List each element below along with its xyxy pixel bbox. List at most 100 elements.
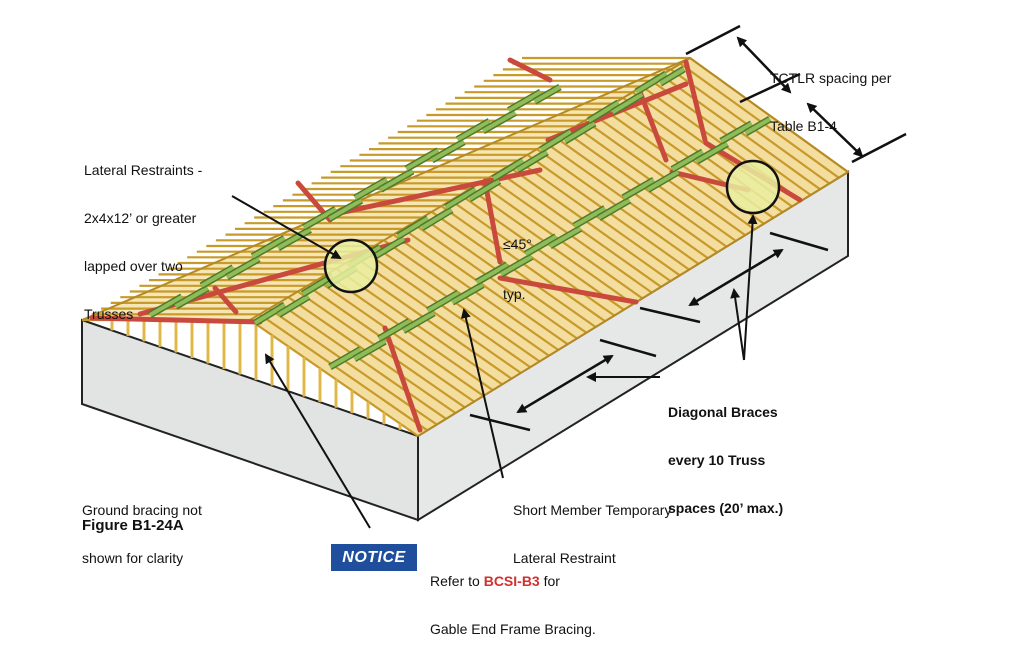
lateral-restraint-board — [377, 319, 411, 341]
lateral-restraint-board — [695, 141, 729, 164]
lateral-restraint-board — [277, 227, 312, 250]
lateral-restraint-board — [225, 257, 260, 279]
lateral-restraints-label: Lateral Restraints - 2x4x12’ or greater … — [84, 130, 202, 338]
notice-badge: NOTICE — [331, 544, 417, 571]
lateral-restraint-board — [402, 311, 435, 333]
lateral-restraint-board — [302, 207, 337, 230]
truss-line — [249, 319, 419, 437]
truss-line — [555, 136, 718, 254]
lateral-restraint-board — [277, 294, 310, 317]
spacing-arrow — [516, 354, 614, 414]
truss-line — [287, 296, 457, 414]
lateral-restraint-board — [420, 208, 453, 230]
truss-line — [402, 227, 569, 346]
lateral-restraint-board — [251, 236, 286, 259]
lateral-restraint-board — [426, 291, 460, 313]
diagonal-brace — [507, 57, 553, 83]
angle-label: ≤45° typ. — [503, 204, 532, 318]
truss-line — [297, 290, 466, 409]
ground-note-line2: shown for clarity — [82, 550, 184, 566]
figure-title: Figure B1-24A — [82, 517, 184, 534]
spacing-tick — [639, 306, 701, 324]
lateral-restraint-board — [507, 90, 542, 113]
lateral-restraint-board — [444, 187, 477, 210]
spacing-tick — [769, 231, 829, 252]
diagonal-brace — [482, 178, 503, 265]
lateral-restraint-board — [253, 303, 286, 325]
leader-line — [231, 195, 342, 259]
leader-line — [743, 214, 758, 361]
lateral-restraint-board — [516, 150, 549, 172]
tctlr-label-line1: TCTLR spacing per — [770, 70, 892, 86]
truss-line — [268, 307, 438, 426]
lateral-restraint-board — [468, 179, 501, 201]
lateral-restraint-board — [373, 236, 406, 259]
diag-label-line2: every 10 Truss — [668, 452, 766, 468]
truss-line — [565, 131, 728, 248]
brace-detail-circle — [725, 159, 781, 215]
dimension-arrow — [806, 102, 864, 158]
angle-label-line2: typ. — [503, 286, 526, 302]
ground-note-line1: Ground bracing not — [82, 502, 202, 518]
leader-line — [730, 288, 745, 361]
short-label-line1: Short Member Temporary — [513, 502, 672, 518]
lateral-restraints — [148, 66, 772, 371]
lateral-restraint-board — [353, 339, 386, 361]
lateral-restraint-board — [597, 198, 631, 220]
lateral-restraint-board — [587, 100, 620, 123]
leader-line — [264, 353, 371, 529]
diagonal-brace — [382, 325, 423, 433]
lateral-restraint-board — [200, 265, 235, 288]
truss-line — [316, 279, 485, 397]
lateral-restraint-board — [430, 140, 465, 162]
diag-label-line3: spaces (20’ max.) — [668, 500, 784, 516]
lateral-restraint-board — [328, 198, 363, 221]
lap-detail-circle — [323, 238, 379, 294]
lateral-restraint-board — [451, 283, 484, 305]
notice-text-post: for — [539, 573, 560, 589]
lateral-restraint-board — [405, 148, 440, 171]
truss-line — [459, 193, 625, 311]
diagonal-braces — [89, 57, 803, 433]
lateral-restraint-board — [533, 85, 561, 104]
diagonal-brace — [212, 285, 239, 315]
truss-line — [354, 256, 522, 374]
lateral-restraint-board — [622, 178, 655, 200]
angle-label-line1: ≤45° — [503, 236, 532, 252]
short-member-label: Short Member Temporary Lateral Restraint — [513, 470, 671, 582]
ground-bracing-note: Ground bracing not shown for clarity — [82, 470, 202, 582]
truss-line — [450, 199, 615, 317]
lateral-restraint-board — [354, 177, 388, 200]
gable-end-studs — [110, 320, 402, 430]
truss-bracing-diagram — [81, 24, 907, 529]
lateral-restraint-board — [744, 117, 772, 135]
leader-line — [460, 308, 504, 479]
lateral-restraint-board — [379, 169, 414, 192]
lateral-label-line3: lapped over two — [84, 258, 183, 274]
lateral-restraint-board — [482, 110, 517, 133]
spacing-tick — [599, 338, 657, 358]
diagonal-brace — [683, 59, 708, 143]
notice-text-pre: Refer to — [430, 573, 484, 589]
notice-text-line2: Gable End Frame Bracing. — [430, 621, 596, 637]
bcsi-b3-reference[interactable]: BCSI-B3 — [483, 573, 540, 589]
lateral-restraint-board — [329, 347, 362, 369]
truss-line — [364, 250, 531, 369]
lateral-restraint-board — [174, 286, 209, 309]
notice-text-line1: Refer to BCSI-B3 for — [430, 573, 596, 589]
short-label-line2: Lateral Restraint — [513, 550, 616, 566]
lateral-restraint-board — [573, 206, 606, 228]
spacing-arrow — [688, 248, 784, 307]
lateral-restraint-board — [720, 121, 753, 143]
dimension-tick — [685, 24, 741, 56]
truss-line — [325, 273, 494, 392]
brace-spacing-dimension — [469, 231, 829, 432]
diagonal-brace — [89, 315, 263, 325]
truss-line — [258, 313, 428, 432]
tctlr-dimension — [685, 24, 907, 164]
leader-lines — [231, 195, 758, 529]
lateral-label-line4: Trusses — [84, 306, 134, 322]
lateral-restraint-board — [539, 129, 572, 152]
spacing-tick — [469, 413, 531, 432]
truss-line — [411, 222, 578, 340]
